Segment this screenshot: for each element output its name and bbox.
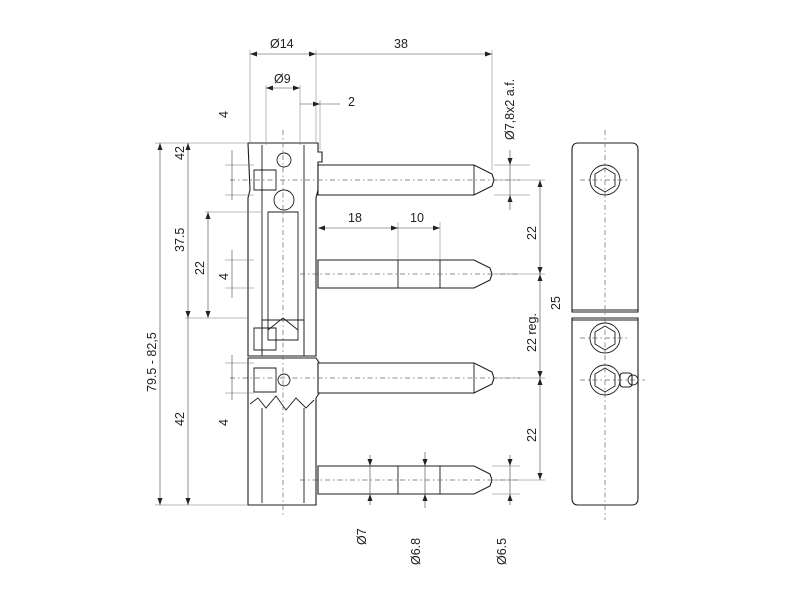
dim-42-lower: 42 — [173, 412, 187, 426]
dim-total: 79.5 - 82,5 — [145, 332, 159, 392]
dim-10: 10 — [410, 211, 424, 225]
dim-d14: Ø14 — [270, 37, 294, 51]
side-view — [571, 130, 645, 520]
dim-25: 25 — [549, 296, 563, 310]
upper-sleeve — [247, 142, 323, 357]
side-lower-leaf — [571, 317, 639, 506]
dim-22-right-b: 22 — [525, 428, 539, 442]
dim-d68: Ø6.8 — [409, 538, 423, 565]
dim-4-low: 4 — [217, 419, 231, 426]
dim-2: 2 — [348, 95, 355, 109]
lower-sleeve — [247, 357, 321, 506]
dim-22-inner: 22 — [193, 261, 207, 275]
dimensions: Ø14 38 Ø9 2 Ø7,8x2 a.f. — [145, 37, 563, 565]
dim-22-right-a: 22 — [525, 226, 539, 240]
side-upper-leaf — [571, 142, 639, 313]
dim-18: 18 — [348, 211, 362, 225]
dim-375: 37.5 — [173, 228, 187, 252]
dim-38: 38 — [394, 37, 408, 51]
dim-d65: Ø6.5 — [495, 538, 509, 565]
dim-d78: Ø7,8x2 a.f. — [503, 79, 517, 140]
dim-42-upper: 42 — [173, 146, 187, 160]
dim-d7: Ø7 — [355, 528, 369, 545]
dim-22-reg: 22 reg. — [525, 313, 539, 352]
dim-d9: Ø9 — [274, 72, 291, 86]
front-view — [230, 130, 520, 515]
dim-4-top: 4 — [217, 111, 231, 118]
dim-4-mid: 4 — [217, 273, 231, 280]
